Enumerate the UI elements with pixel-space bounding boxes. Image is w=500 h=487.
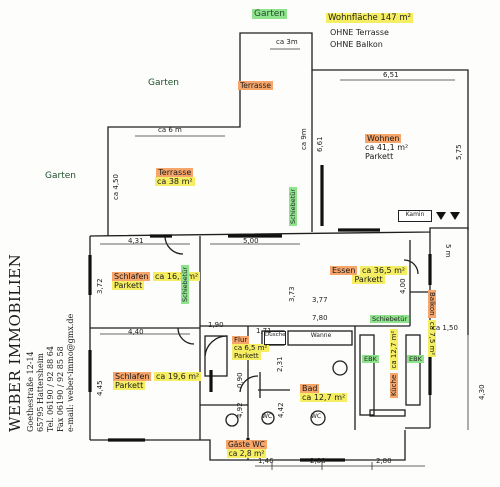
ebk-label-left: EBK xyxy=(362,355,379,363)
dim-445: 4,45 xyxy=(96,380,104,396)
dim-171: 1,71 xyxy=(256,327,272,335)
dim-440: 4,40 xyxy=(128,328,144,336)
dim-9m: ca 9m xyxy=(300,128,308,150)
agency-city: 65795 Hattersheim xyxy=(36,353,45,432)
schiebetuer-label-kueche: Schiebetür xyxy=(370,315,410,323)
agency-street: Goethestraße 12-14 xyxy=(26,351,35,432)
dim-450: ca 4,50 xyxy=(112,174,120,200)
room-schlafen-1: Schlafen ca 16,1 m² Parkett xyxy=(112,272,201,291)
agency-fax: Fax 06190 / 92 85 58 xyxy=(56,346,65,432)
gaeste-door-arc xyxy=(239,375,259,393)
dim-3m: ca 3m xyxy=(276,38,298,46)
wohnflaeche-title: Wohnfläche 147 m² xyxy=(326,13,414,23)
dim-400: 4,00 xyxy=(399,278,407,294)
ebk-label-right: EBK xyxy=(407,355,424,363)
room-gaeste-wc: Gäste WC ca 2,8 m² xyxy=(226,440,267,458)
dim-492: 4,92 xyxy=(236,402,244,418)
room-schlafen-2: Schlafen ca 19,6 m² Parkett xyxy=(113,372,202,391)
kamin-label: Kamin xyxy=(398,210,432,222)
dim-190: 1,90 xyxy=(208,321,224,329)
door-arc-balkon xyxy=(403,259,419,275)
dim-431: 4,31 xyxy=(128,237,144,245)
terrace-outline xyxy=(107,32,469,236)
dim-661: 6,61 xyxy=(316,136,324,152)
dim-146: 1,46 xyxy=(258,457,274,465)
house-outer-wall xyxy=(89,227,469,335)
dim-377: 3,77 xyxy=(312,296,328,304)
room-essen: Essen ca 36,5 m² Parkett xyxy=(330,266,408,285)
door-arc-schlafen2 xyxy=(177,327,195,345)
dim-231: 2,31 xyxy=(276,356,284,372)
note-ohne-balkon: OHNE Balkon xyxy=(330,40,383,49)
dim-442: 4,42 xyxy=(277,402,285,418)
kitchen-counter-bottom xyxy=(369,409,406,417)
agency-stamp: WEBER IMMOBILIEN Goethestraße 12-14 6579… xyxy=(6,232,76,432)
dim-500: 5,00 xyxy=(243,237,259,245)
gaeste-sink xyxy=(225,413,239,427)
wc-label-gaeste: WC xyxy=(262,413,273,420)
wanne-label: Wanne xyxy=(310,332,332,339)
dim-780: 7,80 xyxy=(312,314,328,322)
garten-label-left: Garten xyxy=(45,171,76,181)
flur-stairs xyxy=(204,335,228,377)
bad-wc-bowl xyxy=(310,410,326,426)
south-wall xyxy=(190,430,406,461)
flur-door-arc xyxy=(204,335,228,357)
dim-280: 2,80 xyxy=(376,457,392,465)
agency-email: e-mail: weber-immo@gmx.de xyxy=(66,313,75,432)
room-flur: Flur ca 6,5 m² Parkett xyxy=(232,336,270,361)
gaeste-wc-bowl xyxy=(261,411,275,425)
bad-sink xyxy=(332,360,348,376)
kitchen-counter-right xyxy=(405,334,421,406)
dusche-label: Dusche xyxy=(264,331,286,345)
note-ohne-terrasse: OHNE Terrasse xyxy=(330,28,389,37)
dim-430: 4,30 xyxy=(478,384,486,400)
dim-288: 2,88 xyxy=(310,457,326,465)
bathtub xyxy=(287,330,353,346)
door-arc-schlafen1 xyxy=(164,235,184,255)
schiebetuer-label-wohnen: Schiebetür xyxy=(289,186,297,226)
agency-tel: Tel. 06190 / 92 88 64 xyxy=(46,346,55,432)
room-terrasse: Terrasse ca 38 m² xyxy=(155,168,195,187)
dim-651: 6,51 xyxy=(383,71,399,79)
dim-6m: ca 6 m xyxy=(158,126,182,134)
dim-5m: 5 m xyxy=(444,244,452,258)
room-bad: Bad ca 12,7 m² xyxy=(300,384,348,403)
dim-373: 3,73 xyxy=(288,286,296,302)
kamin-triangles xyxy=(436,212,460,220)
kitchen-counter-left xyxy=(359,334,375,416)
garten-label-mid: Garten xyxy=(148,78,179,88)
room-kueche: Küche ca 12,7 m² xyxy=(390,328,398,398)
agency-name: WEBER IMMOBILIEN xyxy=(6,253,24,432)
dim-ca150: ca 1,50 xyxy=(432,324,458,332)
dim-575: 5,75 xyxy=(455,144,463,160)
garten-label-top: Garten xyxy=(252,9,287,19)
dim-372: 3,72 xyxy=(96,278,104,294)
schiebetuer-label-schlafen: Schiebetür xyxy=(181,264,189,304)
terrasse-small-label: Terrasse xyxy=(238,81,273,90)
room-wohnen: Wohnen ca 41,1 m² Parkett xyxy=(365,134,409,162)
dim-090: 0,90 xyxy=(236,372,244,388)
wc-label-bad: WC xyxy=(311,413,322,420)
